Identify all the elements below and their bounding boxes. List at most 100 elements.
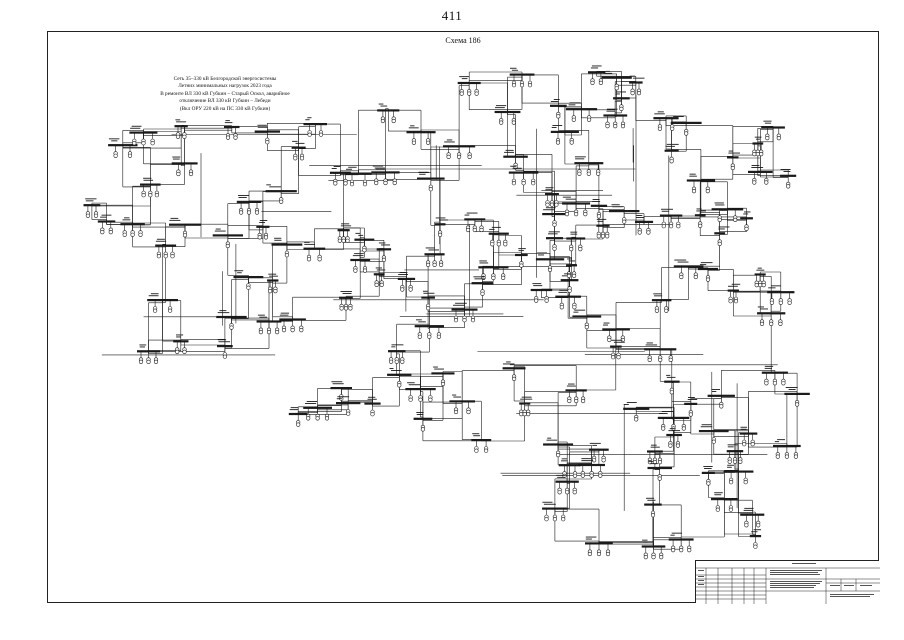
node-label-mark xyxy=(642,539,648,541)
node-label-mark xyxy=(567,258,572,260)
node-label-mark xyxy=(756,138,761,140)
transformer-icon xyxy=(742,442,747,447)
node-label-mark xyxy=(238,195,250,196)
transformer-icon xyxy=(239,210,244,215)
transformer-icon xyxy=(664,308,669,313)
transformer-icon xyxy=(549,202,555,207)
node-label-mark xyxy=(569,102,581,104)
node-label-mark xyxy=(380,105,388,107)
node-label-mark xyxy=(518,248,526,250)
transformer-icon xyxy=(668,443,673,448)
node-label-mark xyxy=(416,319,422,321)
substation-node xyxy=(337,229,350,243)
transformer-icon xyxy=(141,193,146,198)
node-label-mark xyxy=(585,536,597,538)
transformer-icon xyxy=(596,234,601,239)
transformer-icon xyxy=(566,273,572,279)
node-label-mark xyxy=(124,217,130,219)
substation-node xyxy=(303,123,327,137)
substation-node xyxy=(588,448,609,463)
node-label-mark xyxy=(305,403,317,404)
node-label-mark xyxy=(352,255,364,257)
transformer-icon xyxy=(93,213,99,218)
transformer-icon xyxy=(552,246,557,251)
transformer-icon xyxy=(501,275,506,281)
node-label-mark xyxy=(565,198,576,200)
substation-node xyxy=(701,471,715,486)
transformer-icon xyxy=(470,318,476,323)
node-label-mark xyxy=(354,253,364,255)
transformer-icon xyxy=(752,180,757,185)
node-label-mark xyxy=(399,272,408,273)
substation-node xyxy=(697,267,718,282)
transformer-icon xyxy=(607,337,612,343)
title-line-3: В ремонте ВЛ 330 кВ Губкин – Старый Оско… xyxy=(160,90,290,97)
node-label-mark xyxy=(763,120,772,122)
node-label-mark xyxy=(743,509,754,511)
substation-node xyxy=(373,273,385,288)
transformer-icon xyxy=(519,263,524,268)
transformer-icon xyxy=(706,481,711,486)
substation-node xyxy=(740,513,765,528)
transformer-icon xyxy=(758,283,763,288)
node-label-mark xyxy=(714,202,724,204)
substation-node xyxy=(761,126,785,141)
node-label-mark xyxy=(564,273,571,275)
transformer-icon xyxy=(761,283,766,288)
node-label-mark xyxy=(434,368,444,370)
substation-node xyxy=(457,81,481,96)
transformer-icon xyxy=(349,182,355,187)
transformer-icon xyxy=(299,156,305,161)
transformer-icon xyxy=(596,551,602,557)
transformer-icon xyxy=(728,480,734,485)
node-label-mark xyxy=(643,541,648,543)
transformer-icon xyxy=(616,355,621,360)
node-label-mark xyxy=(543,503,556,505)
node-label-mark xyxy=(764,365,774,367)
transformer-icon xyxy=(794,402,800,407)
transformer-icon xyxy=(381,257,387,263)
transformer-icon xyxy=(362,182,368,187)
substation-node xyxy=(659,214,683,229)
substation-node xyxy=(596,224,610,239)
node-label-mark xyxy=(280,312,290,314)
bus-bar xyxy=(449,400,476,403)
node-label-mark xyxy=(175,119,181,121)
substation-node xyxy=(471,282,494,296)
transformer-icon xyxy=(659,554,664,560)
substation-node xyxy=(542,213,567,227)
substation-node xyxy=(224,125,240,140)
substation-node xyxy=(171,162,198,177)
transformer-icon xyxy=(526,412,531,417)
transformer-icon xyxy=(654,308,660,313)
node-label-mark xyxy=(666,143,679,145)
node-label-mark xyxy=(568,383,575,385)
substation-node xyxy=(739,432,758,447)
node-label-mark xyxy=(418,321,426,323)
transformer-icon xyxy=(362,248,367,253)
node-label-mark xyxy=(139,344,147,346)
node-label-mark xyxy=(342,293,352,294)
node-label-mark xyxy=(727,466,732,468)
transformer-icon xyxy=(684,131,689,136)
substation-node xyxy=(629,81,643,96)
transformer-icon xyxy=(453,409,459,415)
transformer-icon xyxy=(754,283,759,288)
transformer-icon xyxy=(619,106,624,111)
bus-bar xyxy=(256,225,270,228)
node-label-mark xyxy=(561,460,568,462)
node-label-mark xyxy=(416,412,424,413)
transformer-icon xyxy=(408,287,413,292)
transformer-icon xyxy=(233,135,238,140)
transformer-icon xyxy=(661,224,666,229)
transformer-icon xyxy=(531,181,536,186)
transformer-icon xyxy=(182,134,187,139)
transformer-icon xyxy=(661,426,666,431)
substation-node xyxy=(562,202,591,217)
transformer-icon xyxy=(711,439,716,444)
bus-bar xyxy=(377,109,400,112)
transformer-icon xyxy=(511,83,517,88)
node-label-mark xyxy=(714,492,723,494)
bus-bar xyxy=(686,179,716,182)
substation-node xyxy=(345,172,372,187)
